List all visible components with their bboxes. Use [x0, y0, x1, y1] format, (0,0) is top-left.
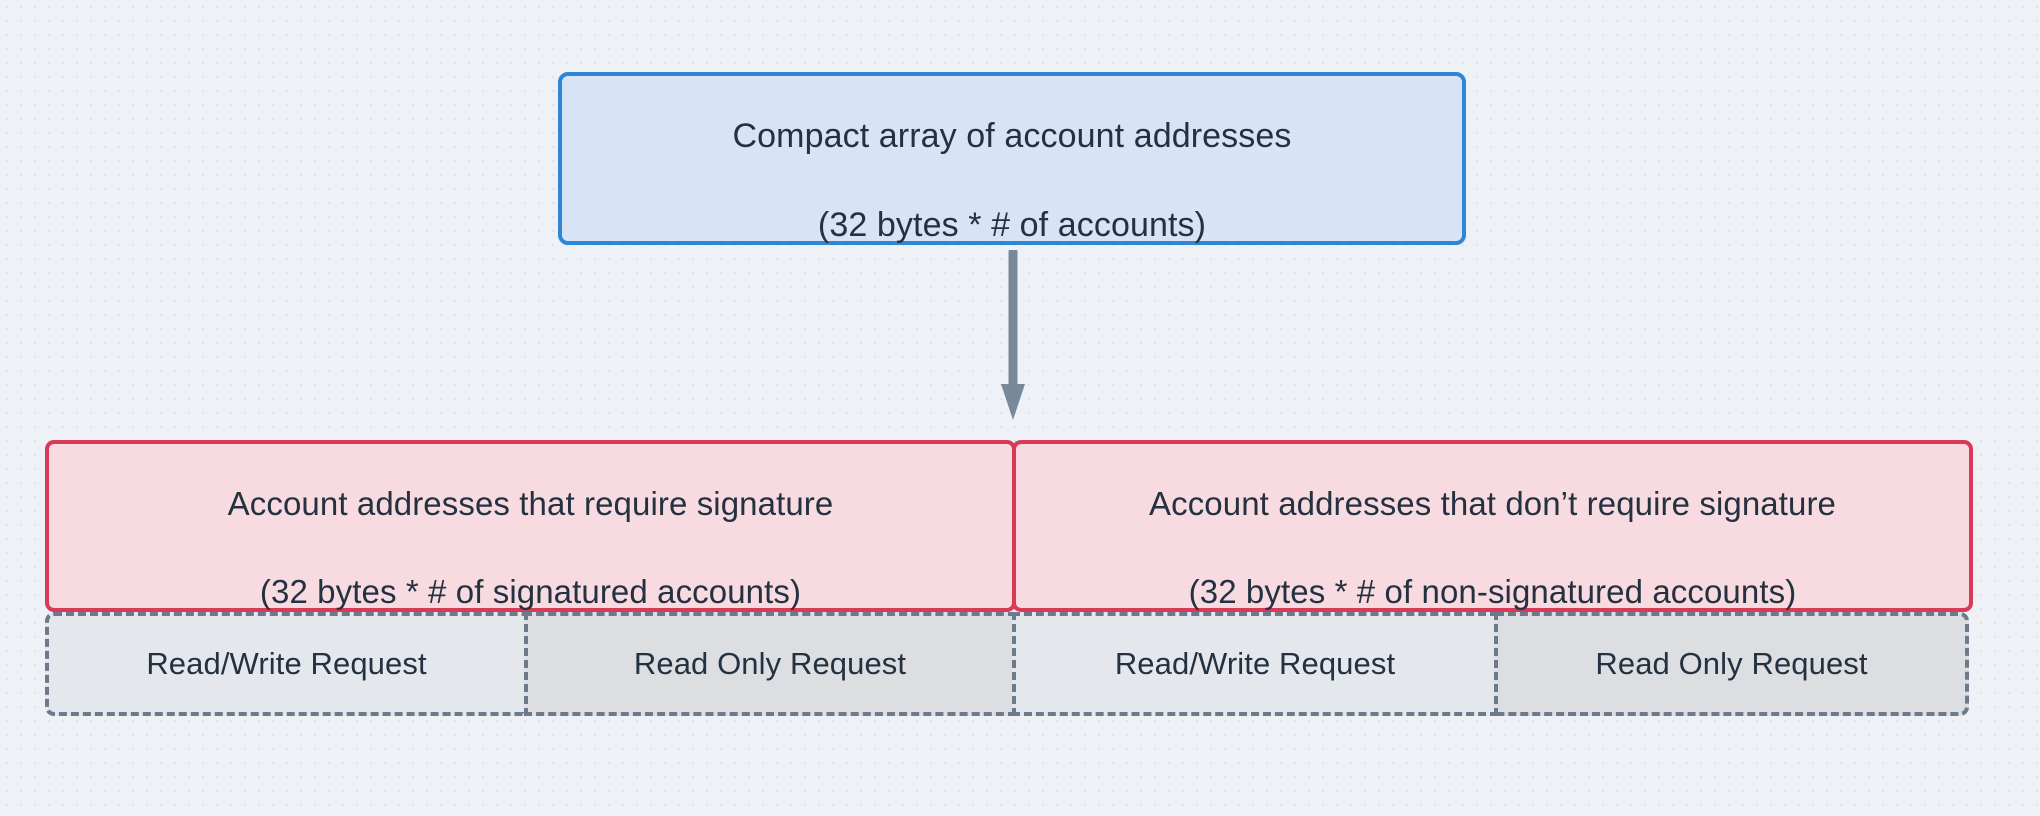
requires-signature-node: Account addresses that require signature… [45, 440, 1016, 612]
no-signature-line1: Account addresses that don’t require sig… [1148, 485, 1836, 523]
compact-array-line2: (32 bytes * # of accounts) [817, 206, 1207, 245]
unsigned-read-only-request-node: Read Only Request [1494, 612, 1969, 716]
signature-split-row: Account addresses that require signature… [45, 440, 1977, 612]
requires-signature-label: Account addresses that require signature… [228, 439, 834, 613]
compact-array-line1: Compact array of account addresses [732, 116, 1292, 155]
signed-read-only-request-node: Read Only Request [524, 612, 1016, 716]
request-type-row: Read/Write Request Read Only Request Rea… [45, 612, 1977, 716]
arrow-down-icon [1001, 250, 1025, 420]
requires-signature-line1: Account addresses that require signature [227, 485, 834, 523]
unsigned-read-write-request-node: Read/Write Request [1012, 612, 1498, 716]
compact-array-node: Compact array of account addresses (32 b… [558, 72, 1466, 245]
no-signature-node: Account addresses that don’t require sig… [1012, 440, 1973, 612]
requires-signature-line2: (32 bytes * # of signatured accounts) [259, 572, 802, 610]
compact-array-label: Compact array of account addresses (32 b… [732, 69, 1291, 249]
no-signature-line2: (32 bytes * # of non-signatured accounts… [1188, 572, 1797, 610]
signed-read-write-request-node: Read/Write Request [45, 612, 528, 716]
no-signature-label: Account addresses that don’t require sig… [1149, 439, 1836, 613]
